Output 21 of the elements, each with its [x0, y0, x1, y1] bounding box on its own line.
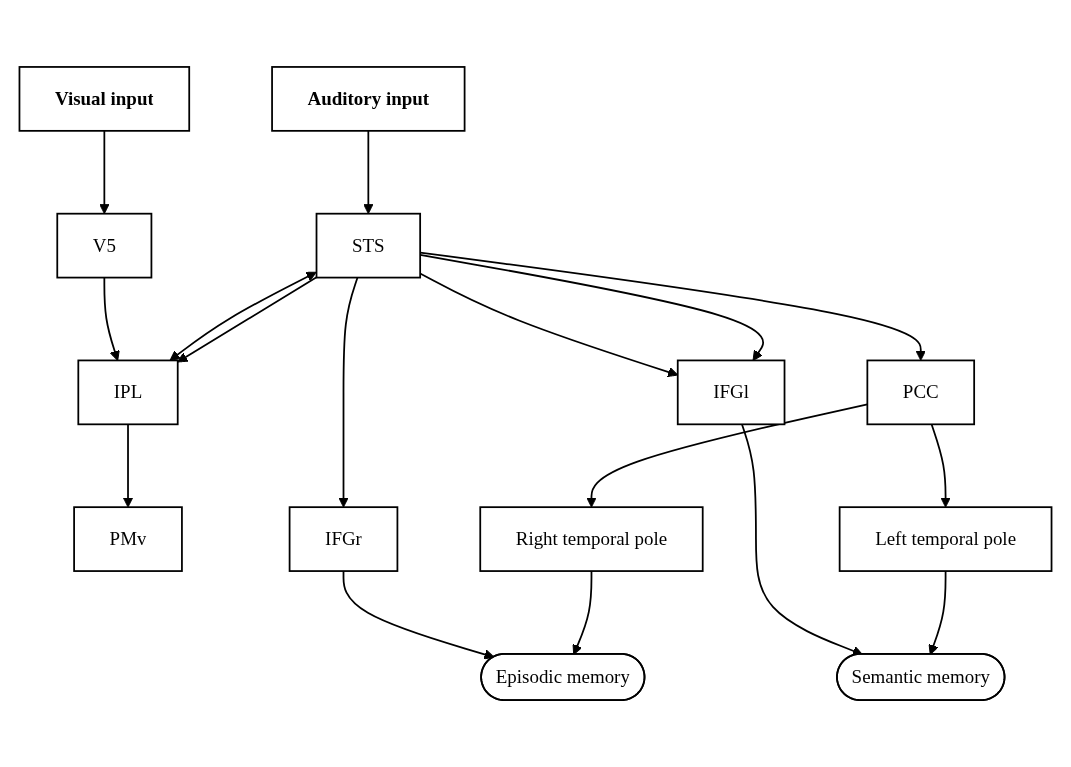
- arrow: [338, 276, 359, 508]
- node-box: IFGl: [676, 359, 786, 426]
- node-box: IFGr: [288, 506, 399, 572]
- node-box: STS: [315, 212, 422, 279]
- node-box: PMv: [73, 506, 183, 572]
- node-box: Auditory input: [271, 66, 466, 132]
- node-box: PCC: [866, 359, 976, 426]
- arrow: [122, 423, 134, 508]
- node-box: Left temporal pole: [838, 506, 1053, 572]
- arrow: [930, 423, 951, 508]
- arrow: [572, 570, 593, 655]
- node-box: IPL: [77, 359, 179, 426]
- node-box: V5: [56, 212, 153, 279]
- arrow: [99, 129, 110, 215]
- arrow: [928, 570, 947, 655]
- arrow: [103, 276, 120, 361]
- arrow: [741, 423, 863, 656]
- node-box: Right temporal pole: [479, 506, 704, 572]
- arrow: [342, 570, 495, 660]
- node-box: Visual input: [18, 66, 191, 132]
- arrow: [363, 129, 374, 215]
